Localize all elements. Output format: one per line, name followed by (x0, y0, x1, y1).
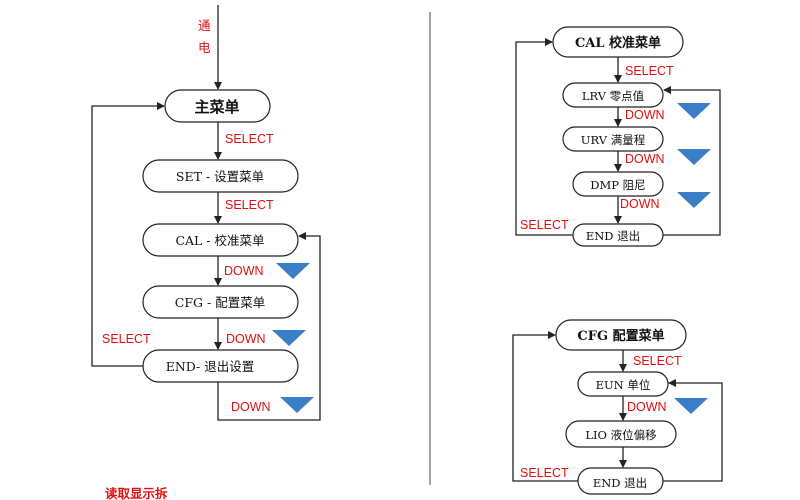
svg-text:CFG - 配置菜单: CFG - 配置菜单 (175, 295, 265, 310)
end-menu-node: END- 退出设置 (142, 349, 299, 383)
svg-text:END 退出: END 退出 (593, 476, 647, 490)
cfg-end-node: END 退出 (577, 467, 664, 495)
down-label-2: DOWN (226, 332, 266, 346)
cfg-down-label-1: DOWN (627, 400, 667, 414)
lrv-node: LRV 零点值 (562, 82, 664, 108)
cal-down-label-1: DOWN (625, 108, 665, 122)
down-triangle-icon (677, 149, 711, 165)
svg-text:SET - 设置菜单: SET - 设置菜单 (176, 169, 264, 184)
down-triangle-icon (677, 192, 711, 208)
cal-down-loop (663, 86, 721, 236)
svg-text:END 退出: END 退出 (586, 229, 640, 243)
svg-text:主菜单: 主菜单 (194, 98, 239, 116)
cfg-down-loop (663, 379, 723, 482)
main-menu-node: 主菜单 (164, 89, 271, 123)
cfg-menu-title-node: CFG 配置菜单 (555, 319, 687, 351)
cal-down-label-2: DOWN (625, 152, 665, 166)
select-label-3: SELECT (102, 332, 151, 346)
down-triangle-icon (276, 263, 310, 279)
svg-text:CFG 配置菜单: CFG 配置菜单 (577, 328, 664, 344)
select-label-1: SELECT (225, 132, 274, 146)
svg-text:DMP 阻尼: DMP 阻尼 (590, 178, 645, 192)
cfg-select-loop (512, 331, 578, 482)
svg-text:LIO 液位偏移: LIO 液位偏移 (585, 428, 657, 442)
svg-text:CAL - 校准菜单: CAL - 校准菜单 (175, 233, 264, 248)
cal-select-label-1: SELECT (625, 64, 674, 78)
svg-text:END- 退出设置: END- 退出设置 (166, 359, 255, 374)
cal-menu-node: CAL - 校准菜单 (142, 223, 299, 257)
down-triangle-icon (272, 330, 306, 346)
down-label-3: DOWN (231, 400, 271, 414)
cfg-select-label-2: SELECT (520, 466, 569, 480)
cal-select-loop (515, 38, 573, 236)
svg-text:URV 满量程: URV 满量程 (581, 133, 646, 147)
urv-node: URV 满量程 (562, 126, 664, 152)
lio-node: LIO 液位偏移 (565, 420, 677, 448)
down-triangle-icon (677, 103, 711, 119)
cal-down-label-3: DOWN (620, 197, 660, 211)
down-triangle-icon (280, 397, 314, 413)
power-on-label-2: 电 (198, 41, 211, 55)
cal-end-node: END 退出 (572, 223, 664, 247)
cfg-select-label-1: SELECT (633, 354, 682, 368)
select-loop-end-to-main (91, 102, 165, 367)
down-label-1: DOWN (224, 264, 264, 278)
dmp-node: DMP 阻尼 (572, 171, 664, 197)
power-on-label-1: 通 (198, 19, 211, 33)
svg-text:EUN 单位: EUN 单位 (596, 378, 651, 392)
cfg-menu-node: CFG - 配置菜单 (142, 285, 299, 319)
footer-partial-text: 读取显示拆 (105, 486, 168, 500)
cal-menu-title-node: CAL 校准菜单 (552, 26, 684, 58)
cal-select-label-2: SELECT (520, 218, 569, 232)
down-loop-end-to-cal (217, 232, 321, 421)
set-menu-node: SET - 设置菜单 (142, 159, 299, 193)
svg-text:LRV 零点值: LRV 零点值 (582, 89, 645, 103)
eun-node: EUN 单位 (577, 371, 669, 397)
svg-text:CAL 校准菜单: CAL 校准菜单 (575, 35, 661, 51)
down-triangle-icon (674, 398, 708, 414)
select-label-2: SELECT (225, 198, 274, 212)
